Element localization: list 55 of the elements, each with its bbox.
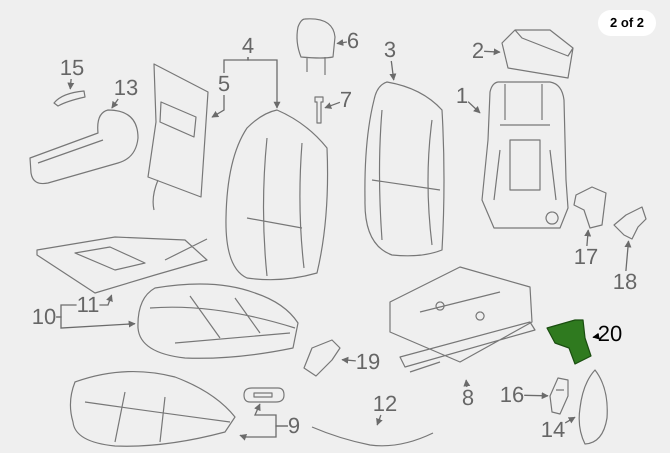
headrest-guide-drawing — [313, 95, 325, 125]
leader-line — [463, 379, 470, 388]
callout-number: 17 — [574, 246, 598, 268]
leader-line — [247, 57, 280, 109]
side-cover-drawing — [28, 108, 140, 186]
knob-drawing — [52, 89, 87, 107]
callout-number: 12 — [372, 393, 398, 415]
leader-line — [624, 240, 632, 272]
callout-number: 11 — [76, 294, 100, 316]
leader-line — [211, 95, 225, 118]
callout-number: 16 — [500, 384, 524, 406]
callout-number: 20 — [598, 323, 622, 345]
callout-number: 10 — [32, 306, 56, 328]
callout-number: 18 — [612, 271, 638, 293]
leader-line — [564, 416, 576, 424]
callout-number: 8 — [462, 387, 474, 409]
leader-line — [324, 102, 340, 109]
page-indicator: 2 of 2 — [598, 10, 656, 36]
callout-number: 7 — [340, 89, 352, 111]
seat-back-cover-drawing — [362, 80, 447, 258]
leader-line — [56, 304, 77, 318]
callout-number: 13 — [114, 77, 138, 99]
leader-line — [484, 48, 501, 56]
callout-number: 15 — [60, 57, 84, 79]
bracket-drawing — [612, 205, 648, 241]
leader-line — [468, 101, 480, 114]
highlighted-bracket-drawing — [545, 318, 593, 366]
bracket-drawing — [572, 185, 608, 230]
leader-line — [584, 229, 592, 246]
leader-line — [376, 414, 383, 426]
leader-line — [67, 78, 74, 90]
callout-number: 4 — [242, 35, 254, 57]
clip-drawing — [548, 376, 570, 416]
headrest-pad-drawing — [500, 28, 575, 80]
switch-bezel-drawing — [242, 386, 286, 404]
callout-number: 2 — [472, 40, 484, 62]
leader-line — [524, 392, 549, 400]
leader-line — [223, 57, 249, 73]
callout-number: 19 — [356, 351, 380, 373]
leader-line — [592, 332, 600, 340]
leader-line — [99, 294, 113, 306]
leader-line — [111, 98, 119, 109]
callout-number: 9 — [288, 415, 300, 437]
leader-line — [389, 60, 396, 81]
cover-drawing — [302, 338, 342, 378]
callout-number: 3 — [384, 39, 396, 61]
callout-number: 5 — [218, 73, 230, 95]
leader-line — [336, 39, 347, 46]
callout-number: 14 — [540, 419, 566, 441]
seat-heater-mat-drawing — [35, 235, 210, 295]
leader-line — [254, 403, 288, 427]
seat-back-frame-drawing — [480, 80, 570, 230]
callout-number: 6 — [346, 30, 360, 52]
leader-line — [341, 356, 356, 364]
callout-number: 1 — [456, 85, 468, 107]
